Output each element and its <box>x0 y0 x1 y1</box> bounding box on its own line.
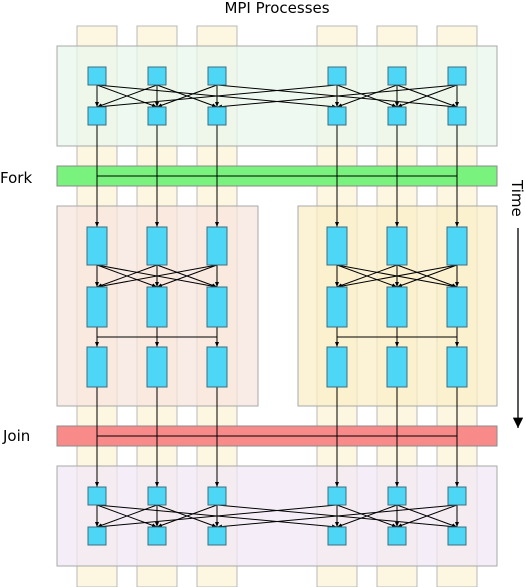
process-node <box>327 106 347 126</box>
message-arrow <box>96 264 158 288</box>
message-arrow <box>336 504 398 528</box>
message-arrow <box>156 264 218 288</box>
process-node <box>86 286 108 328</box>
stage-bottom-region <box>56 465 498 567</box>
process-node <box>326 286 348 328</box>
fork-label: Fork <box>0 169 32 187</box>
message-arrow <box>396 504 458 528</box>
process-node <box>386 286 408 328</box>
message-arrow <box>396 84 458 108</box>
message-arrow <box>96 264 218 289</box>
process-node <box>327 66 347 86</box>
process-node <box>206 286 228 328</box>
message-edges <box>95 84 459 529</box>
process-node <box>207 66 227 86</box>
diagram-title: MPI Processes <box>224 0 329 17</box>
process-nodes <box>86 66 468 546</box>
stage-top-region <box>56 45 498 147</box>
process-node <box>147 66 167 86</box>
process-node <box>207 486 227 506</box>
process-node <box>387 526 407 546</box>
join-label: Join <box>2 427 30 445</box>
message-arrow <box>156 84 218 108</box>
process-node <box>206 346 228 388</box>
message-arrow <box>396 264 458 288</box>
message-arrow <box>336 264 458 289</box>
message-arrow <box>96 84 338 109</box>
process-node <box>147 526 167 546</box>
process-node <box>447 526 467 546</box>
process-node <box>327 526 347 546</box>
message-arrow <box>96 504 158 528</box>
process-node <box>386 346 408 388</box>
message-arrow <box>96 504 338 529</box>
process-node <box>87 486 107 506</box>
process-node <box>87 106 107 126</box>
time-label: Time <box>508 179 526 217</box>
process-node <box>326 346 348 388</box>
process-node <box>147 486 167 506</box>
message-arrow <box>216 84 458 109</box>
process-node <box>326 226 348 266</box>
process-node <box>386 226 408 266</box>
process-node <box>447 66 467 86</box>
process-node <box>387 66 407 86</box>
process-node <box>86 226 108 266</box>
message-arrow <box>336 84 398 108</box>
process-node <box>447 486 467 506</box>
process-node <box>206 226 228 266</box>
message-arrow <box>156 504 218 528</box>
process-node <box>327 486 347 506</box>
process-node <box>207 106 227 126</box>
process-node <box>146 286 168 328</box>
message-arrow <box>216 504 458 529</box>
process-node <box>146 226 168 266</box>
process-node <box>447 106 467 126</box>
process-node <box>86 346 108 388</box>
process-node <box>446 226 468 266</box>
process-node <box>387 486 407 506</box>
process-node <box>146 346 168 388</box>
process-node <box>87 66 107 86</box>
process-node <box>207 526 227 546</box>
message-arrow <box>336 264 398 288</box>
process-node <box>147 106 167 126</box>
process-node <box>387 106 407 126</box>
message-arrow <box>96 84 158 108</box>
process-node <box>87 526 107 546</box>
process-node <box>446 346 468 388</box>
process-node <box>446 286 468 328</box>
